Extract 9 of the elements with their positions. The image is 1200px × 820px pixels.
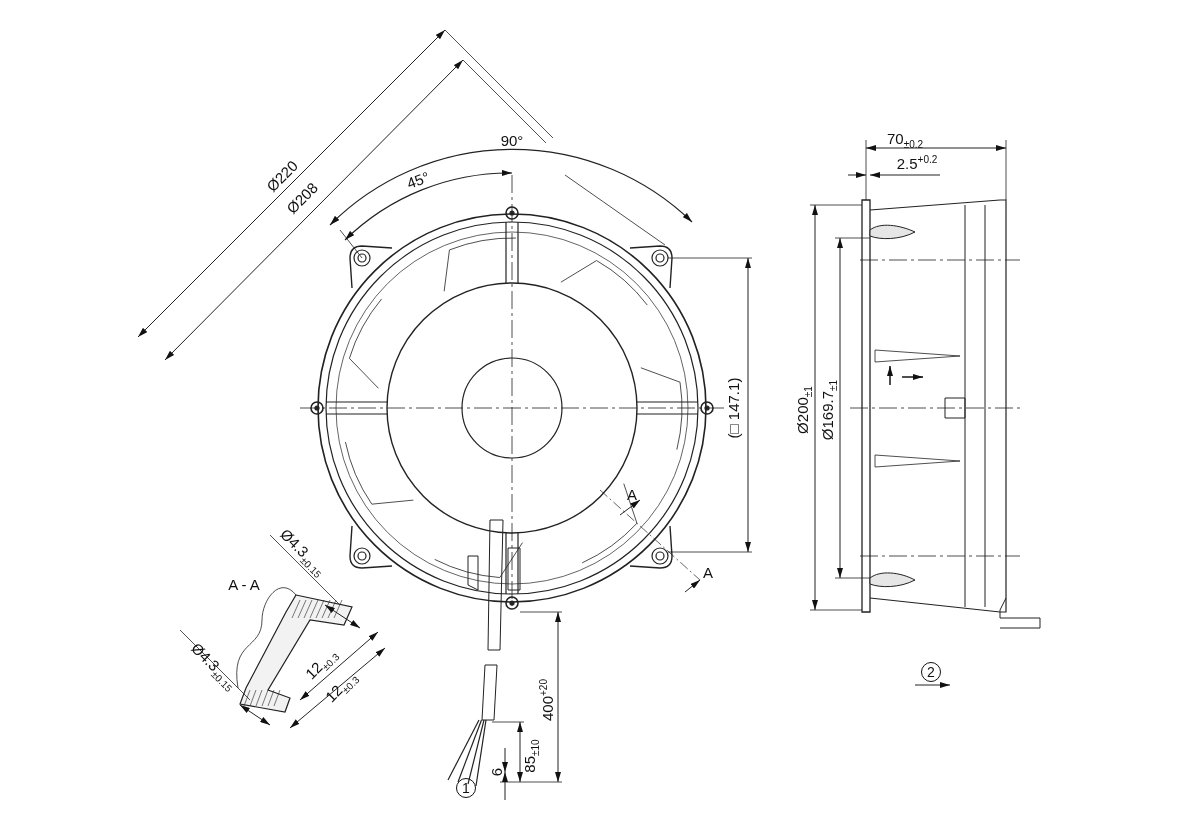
- angle-label: 45°: [404, 169, 432, 191]
- section-marker: A: [703, 564, 713, 580]
- angle-label: 90°: [500, 132, 524, 148]
- dimension-label: 6: [488, 767, 504, 777]
- dimension-label: 2.5$^{+0.2}$: [896, 155, 938, 171]
- section-marker: A: [627, 486, 637, 502]
- section-title: A - A: [228, 576, 260, 592]
- dimension-label: 70$_{±0.2}$: [886, 130, 924, 150]
- dimension-label: (□ 147.1): [725, 377, 741, 439]
